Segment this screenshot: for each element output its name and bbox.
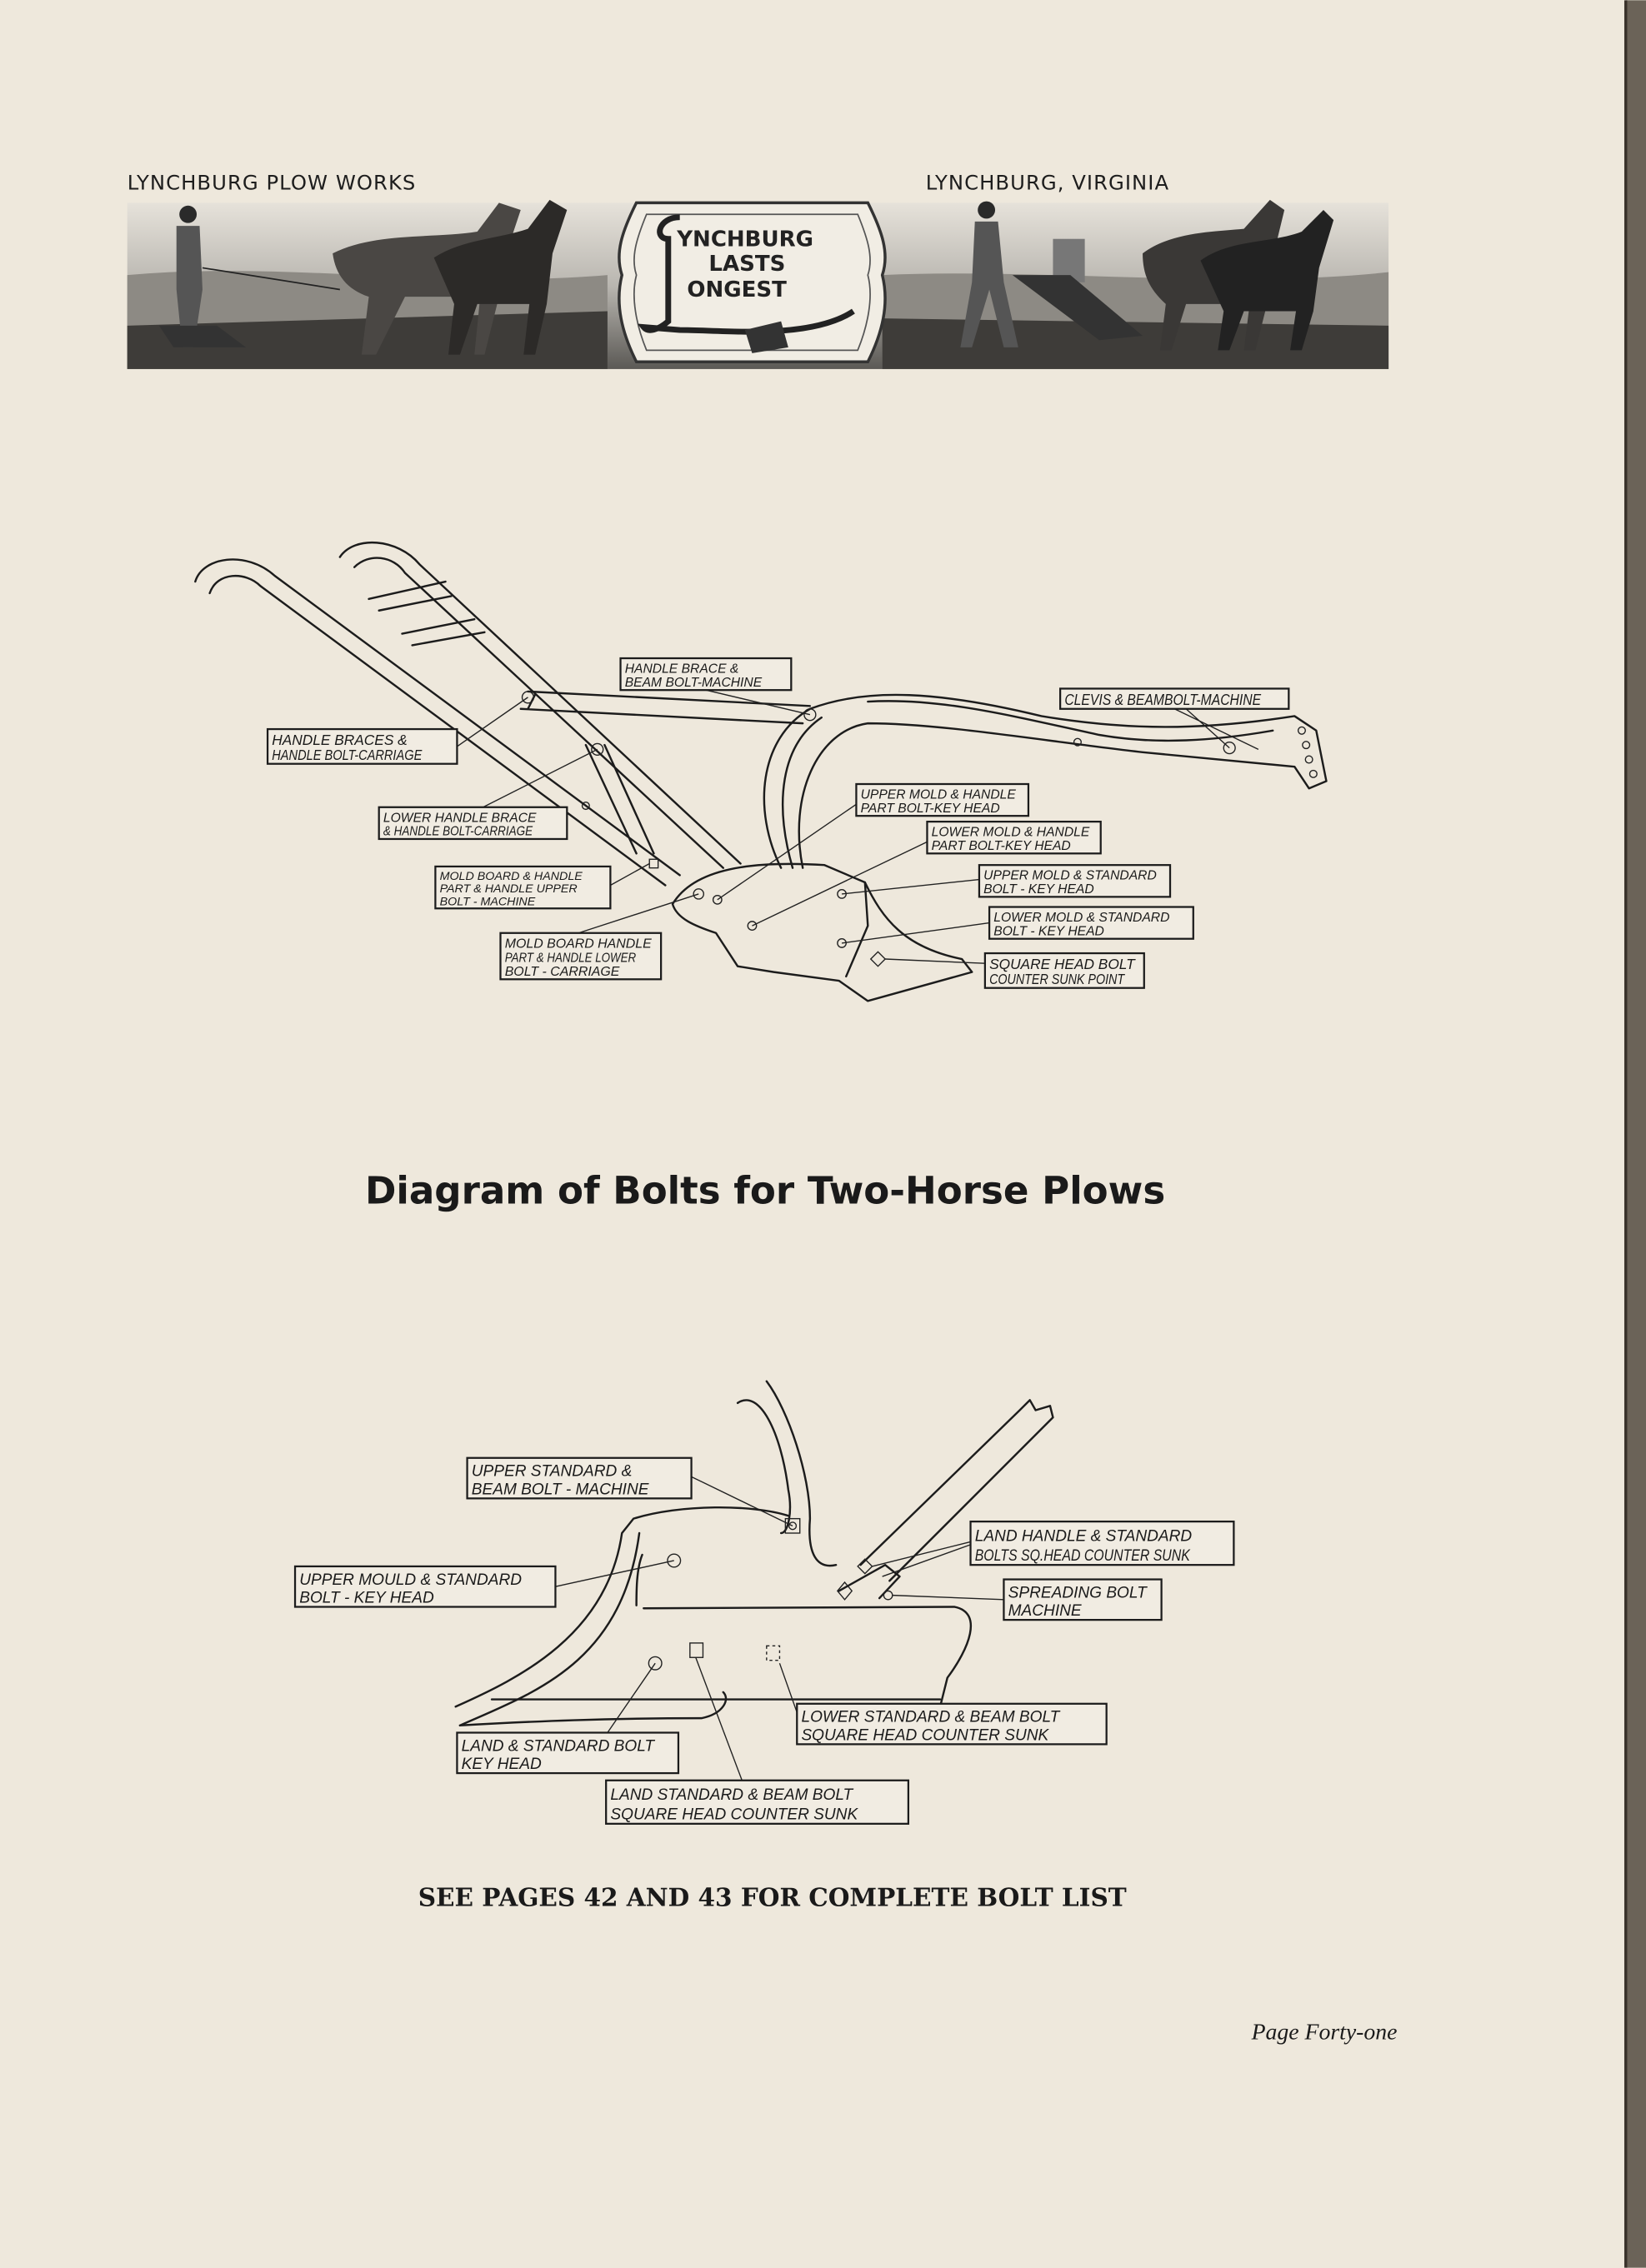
callout-text: COUNTER SUNK POINT [989, 971, 1125, 987]
callout-text: PART & HANDLE LOWER [505, 951, 637, 965]
bolt-callout-label: HANDLE BRACE &BEAM BOLT-MACHINE [619, 657, 793, 692]
callout-box [983, 952, 1145, 989]
callout-text: BOLTS SQ.HEAD COUNTER SUNK [975, 1547, 1191, 1565]
land-side-plow-diagram [454, 1380, 1054, 1781]
callout-text: SPREADING BOLT [1008, 1584, 1148, 1601]
callout-text: BEAM BOLT-MACHINE [625, 676, 763, 690]
leader-lines-1 [457, 689, 1259, 964]
svg-text:ONGEST: ONGEST [687, 277, 787, 302]
page-edge [1625, 0, 1646, 2268]
bolt-callout-label: HANDLE BRACES &HANDLE BOLT-CARRIAGE [266, 727, 458, 765]
lynchburg-lasts-longest-logo: YNCHBURG LASTS ONGEST [618, 201, 887, 363]
callout-box [456, 1731, 680, 1775]
callout-box [969, 1520, 1235, 1566]
callout-text: SQUARE HEAD COUNTER SUNK [801, 1726, 1049, 1744]
bolt-callout-label: LOWER HANDLE BRACE& HANDLE BOLT-CARRIAGE [378, 806, 568, 841]
callout-text: LOWER MOLD & HANDLE [932, 826, 1090, 840]
callout-box [796, 1702, 1108, 1746]
bolt-callout-label: LAND STANDARD & BEAM BOLT SQUARE HEAD COU… [605, 1779, 910, 1825]
svg-text:YNCHBURG: YNCHBURG [676, 227, 813, 252]
callout-text: BEAM BOLT - MACHINE [472, 1481, 649, 1498]
callout-text: KEY HEAD [462, 1756, 542, 1773]
callout-text: PART & HANDLE UPPER [440, 882, 578, 896]
callout-box [499, 932, 663, 981]
leader-lines-2 [555, 1476, 1004, 1781]
bolt-callout-label: CLEVIS & BEAMBOLT-MACHINE [1058, 687, 1290, 710]
callout-box [855, 782, 1030, 817]
callout-box [988, 906, 1194, 940]
callout-box [1003, 1578, 1163, 1621]
callout-text: SQUARE HEAD COUNTER SUNK [610, 1806, 858, 1824]
page-number: Page Forty-one [1251, 2019, 1398, 2045]
callout-box [1058, 687, 1290, 710]
callout-text: LOWER HANDLE BRACE [383, 811, 537, 825]
callout-box [466, 1456, 693, 1500]
callout-text: LAND STANDARD & BEAM BOLT [610, 1786, 853, 1804]
callout-text: BOLT - KEY HEAD [299, 1590, 434, 1607]
svg-text:LASTS: LASTS [708, 252, 785, 277]
diagram-title: Diagram of Bolts for Two-Horse Plows [365, 1168, 1165, 1212]
callout-box [293, 1565, 557, 1608]
callout-text: CLEVIS & BEAMBOLT-MACHINE [1064, 692, 1262, 708]
callout-text: UPPER STANDARD & [472, 1463, 633, 1481]
horse-icon [333, 202, 521, 355]
header-right-text: LYNCHBURG, VIRGINIA [926, 171, 1169, 195]
header-banner-illustration: YNCHBURG LASTS ONGEST [127, 199, 1389, 369]
callout-text: MOLD BOARD & HANDLE [440, 870, 583, 883]
callout-text: MACHINE [1008, 1602, 1082, 1620]
bolt-list-note: SEE PAGES 42 AND 43 FOR COMPLETE BOLT LI… [418, 1883, 1127, 1912]
callout-text: PART BOLT-KEY HEAD [932, 839, 1071, 853]
callout-text: & HANDLE BOLT-CARRIAGE [383, 825, 533, 839]
callout-text: UPPER MOULD & STANDARD [299, 1571, 522, 1589]
callout-box [978, 864, 1172, 898]
callout-text: UPPER MOLD & HANDLE [861, 787, 1017, 802]
callout-text: BOLT - MACHINE [440, 895, 536, 908]
farmer-icon [960, 221, 1018, 347]
callout-text: UPPER MOLD & STANDARD [983, 869, 1157, 883]
callout-box [266, 727, 458, 765]
bolt-callout-label: UPPER STANDARD &BEAM BOLT - MACHINE [466, 1456, 693, 1500]
callout-text: BOLT - KEY HEAD [993, 924, 1104, 938]
callout-text: BOLT - KEY HEAD [983, 882, 1094, 897]
callout-text: LAND HANDLE & STANDARD [975, 1528, 1193, 1546]
callout-text: PART BOLT-KEY HEAD [861, 802, 1000, 816]
callout-text: BOLT - CARRIAGE [505, 965, 620, 979]
callout-box [378, 806, 568, 841]
callout-box [619, 657, 793, 692]
callout-box [605, 1779, 910, 1825]
callout-text: SQUARE HEAD BOLT [989, 956, 1136, 972]
callout-text: HANDLE BOLT-CARRIAGE [272, 747, 422, 763]
callout-text: LOWER STANDARD & BEAM BOLT [801, 1709, 1060, 1726]
callout-box [434, 865, 612, 910]
callout-text: LAND & STANDARD BOLT [462, 1737, 656, 1755]
two-horse-plow-diagram [194, 542, 1328, 1002]
callout-box [926, 821, 1102, 855]
callout-text: HANDLE BRACE & [625, 662, 739, 677]
callout-text: HANDLE BRACES & [272, 732, 407, 748]
callout-text: LOWER MOLD & STANDARD [993, 911, 1169, 925]
callout-text: MOLD BOARD HANDLE [505, 937, 652, 951]
header-left-text: LYNCHBURG PLOW WORKS [128, 171, 417, 195]
farmer-icon [176, 226, 203, 347]
